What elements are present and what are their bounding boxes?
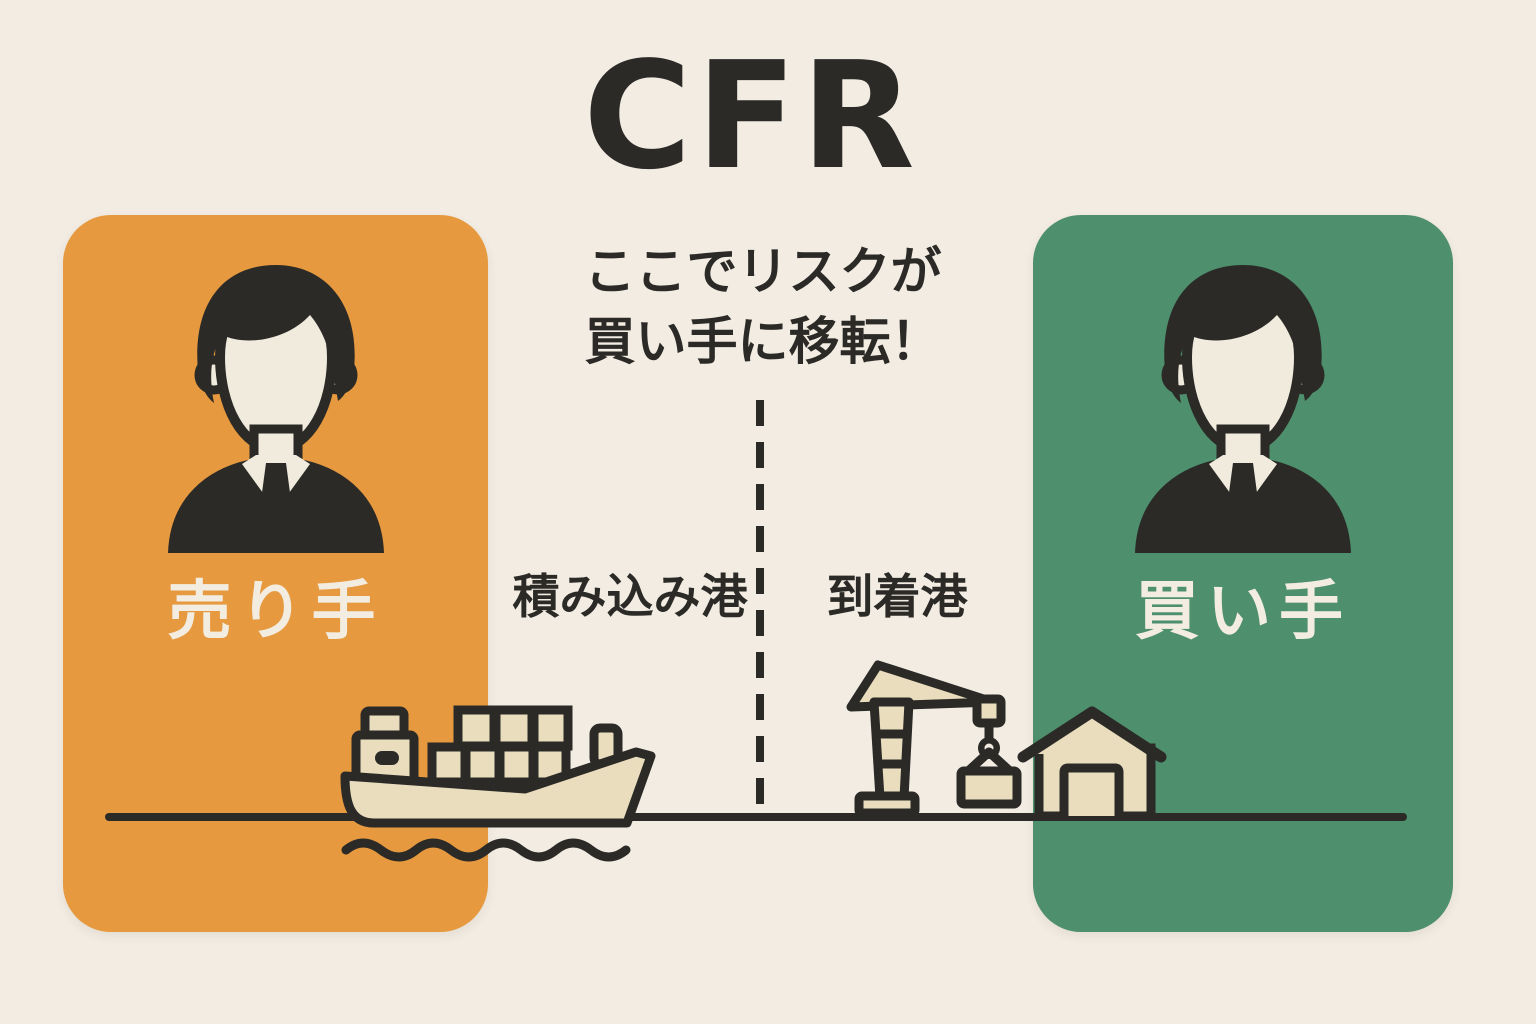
- port-crane-icon: [846, 660, 1022, 818]
- buyer-card: 買い手: [1033, 215, 1453, 932]
- risk-note-line-2: 買い手に移転！: [584, 313, 942, 372]
- risk-note-line-1: ここでリスクが: [584, 243, 942, 302]
- dashed-divider-icon: [756, 400, 764, 814]
- page-title: CFR: [583, 30, 919, 202]
- seller-avatar-icon: [167, 265, 384, 553]
- risk-transfer-note: ここでリスクが 買い手に移転！: [584, 238, 941, 378]
- loading-port-label: 積み込み港: [512, 570, 748, 625]
- waves-icon: [341, 838, 631, 862]
- warehouse-icon: [1017, 706, 1167, 821]
- cargo-ship-icon: [340, 705, 656, 862]
- buyer-avatar-icon: [1135, 265, 1351, 553]
- seller-label: 売り手: [167, 575, 384, 649]
- buyer-label: 買い手: [1135, 575, 1351, 649]
- ground-line: [105, 813, 1407, 821]
- arrival-port-label: 到着港: [826, 570, 968, 625]
